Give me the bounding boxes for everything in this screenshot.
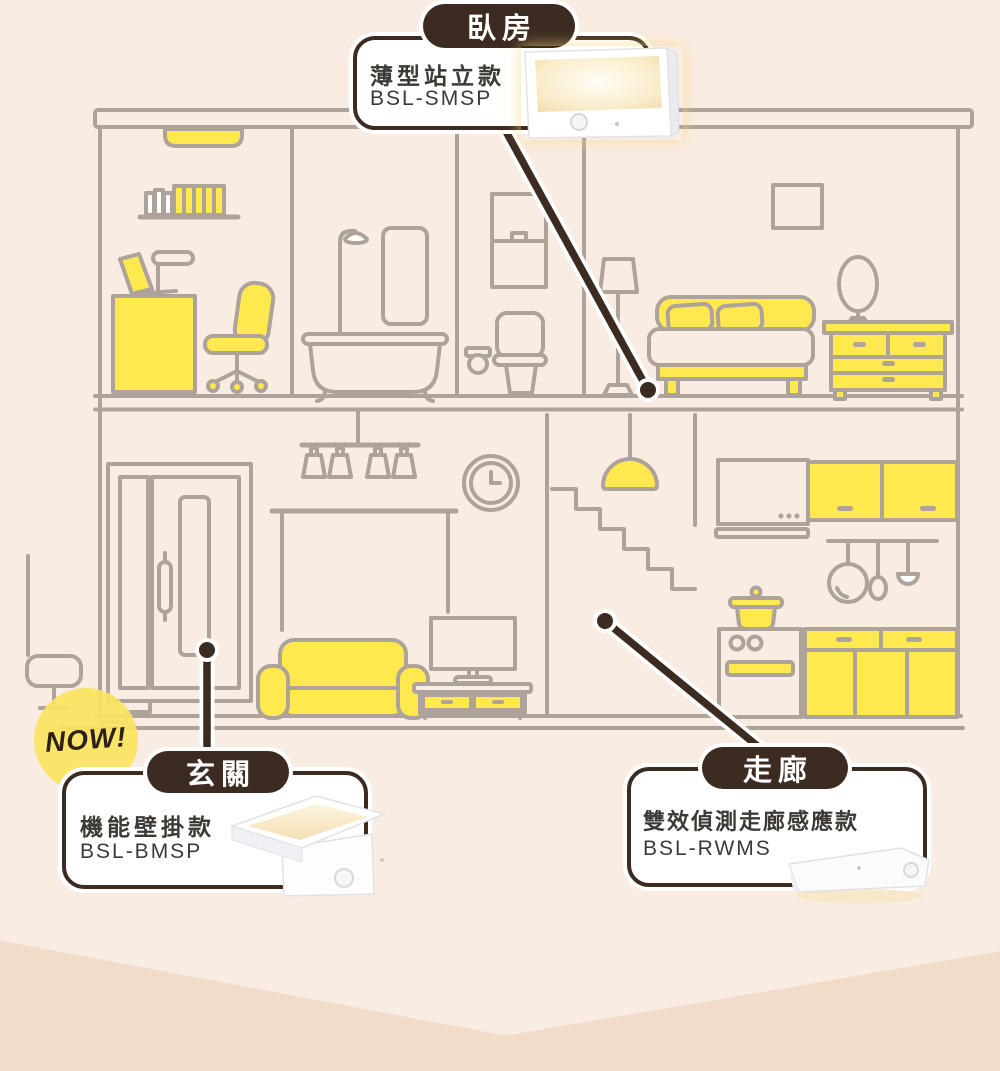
upper-cabinets-icon	[806, 460, 959, 522]
front-door-icon	[106, 462, 253, 703]
room-pill-bedroom: 臥房	[423, 4, 575, 48]
toilet-paper-icon	[464, 346, 492, 375]
pot-icon	[728, 585, 784, 631]
toilet-room	[464, 192, 548, 395]
porch-lamp-icon	[25, 554, 83, 710]
office-chair-icon	[203, 280, 276, 394]
product-image-bsl-rwms	[783, 840, 935, 906]
ladle-icon	[896, 572, 920, 586]
room-pill-entrance: 玄關	[147, 751, 289, 793]
room-pill-entrance-label: 玄關	[185, 759, 256, 791]
wall-cabinet-icon	[490, 192, 548, 289]
now-badge-label: NOW!	[44, 721, 128, 758]
corridor-product-model: BSL-RWMS	[643, 837, 772, 860]
pendant-lamp-icon	[601, 413, 659, 491]
pan-icon	[827, 562, 869, 604]
ceiling-light-icon	[163, 127, 244, 148]
room-pill-bedroom-label: 臥房	[466, 13, 537, 45]
desk-icon	[111, 294, 197, 394]
lower-cabinets-icon	[803, 627, 959, 719]
entrance	[25, 462, 253, 730]
bathtub-icon	[301, 332, 449, 403]
bedroom-product-model: BSL-SMSP	[370, 87, 493, 110]
dresser-icon	[822, 255, 954, 401]
bed-icon	[647, 295, 816, 397]
entrance-product-name: 機能壁掛款	[80, 814, 215, 840]
bookshelf-icon	[137, 184, 241, 220]
picture-frame-icon	[771, 183, 824, 230]
bedroom-product-name: 薄型站立款	[370, 63, 505, 89]
track-light-icon	[299, 408, 421, 479]
laptop-icon	[118, 252, 154, 296]
tv-icon	[429, 616, 517, 685]
kitchen	[714, 458, 959, 719]
wall-clock-icon	[462, 454, 520, 512]
oven-handle-icon	[725, 660, 795, 677]
sensor-icon	[570, 113, 588, 131]
corridor-product-name: 雙效偵測走廊感應款	[643, 809, 860, 834]
study-room	[111, 127, 276, 394]
living-room	[256, 408, 533, 720]
product-image-bsl-bmsp	[222, 790, 392, 900]
stove-icon	[717, 627, 803, 719]
tv-stand-icon	[412, 682, 533, 720]
curtain-icon	[269, 508, 459, 632]
door-handle-icon	[157, 560, 173, 614]
mirror-icon	[837, 255, 879, 313]
pointer-dot-bedroom	[636, 378, 660, 402]
sensor-icon	[334, 868, 354, 888]
shower-panel-icon	[381, 226, 429, 326]
entrance-product-model: BSL-BMSP	[80, 840, 203, 863]
room-pill-corridor-label: 走廊	[742, 755, 813, 787]
stairs-icon	[550, 487, 697, 591]
utensil-rail-icon	[826, 539, 939, 604]
room-pill-corridor: 走廊	[702, 747, 848, 789]
bathroom	[301, 226, 449, 403]
pointer-dot-corridor	[593, 609, 617, 633]
bedroom	[598, 183, 954, 401]
sofa-icon	[256, 638, 430, 720]
shower-icon	[338, 229, 369, 336]
stairwell	[550, 413, 697, 591]
desk-lamp-icon	[151, 250, 195, 298]
spoon-icon	[868, 575, 888, 601]
pointer-dot-entrance	[195, 638, 219, 662]
sensor-icon	[903, 862, 919, 878]
range-hood-icon	[714, 458, 810, 539]
toilet-icon	[492, 311, 548, 395]
product-image-bsl-smsp	[521, 46, 683, 140]
